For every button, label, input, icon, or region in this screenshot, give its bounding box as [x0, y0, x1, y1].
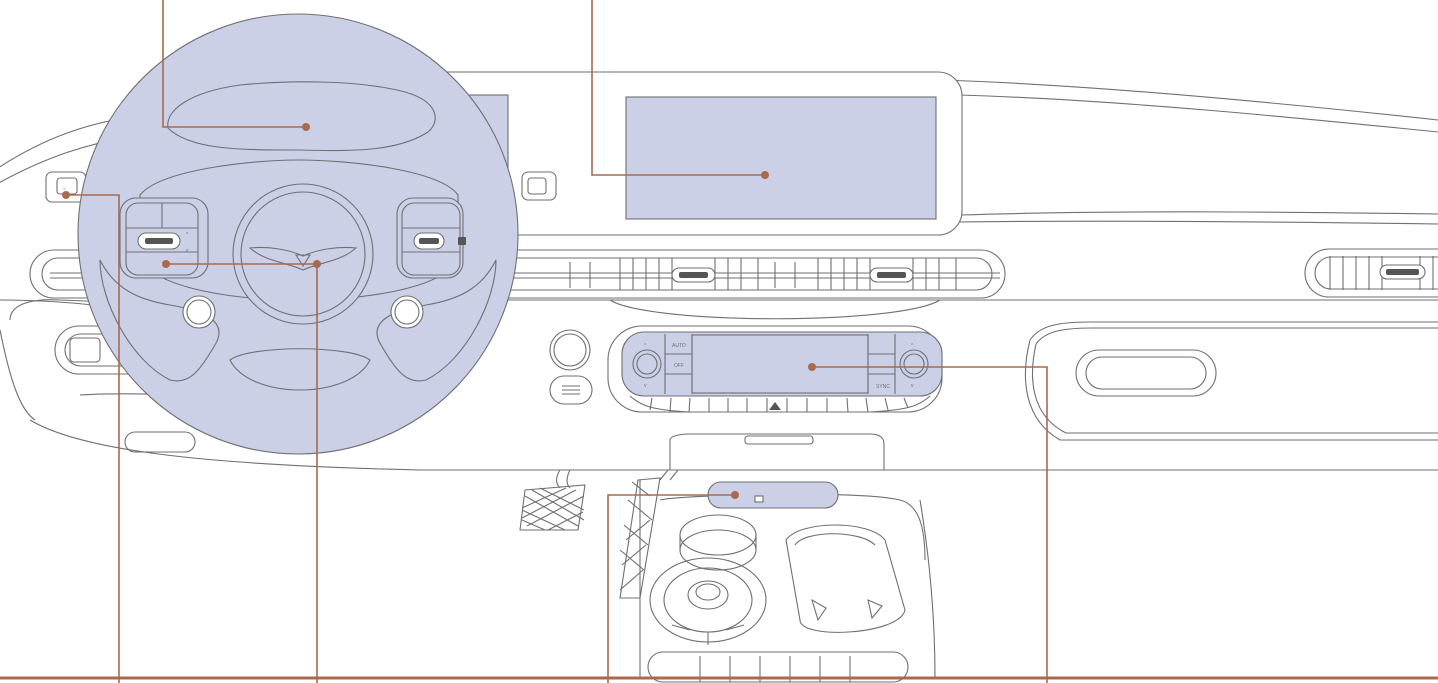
svg-text:^: ^: [911, 343, 914, 349]
svg-text:^: ^: [644, 343, 647, 349]
auto-label: AUTO: [672, 343, 686, 349]
callout-dot-cluster-display: [302, 123, 310, 131]
center-buttons: [549, 329, 593, 405]
steering-wheel: ^ v: [77, 13, 519, 455]
dashboard-body: [0, 79, 1438, 471]
hazard-icon: [769, 402, 781, 410]
callout-dot-climate-control: [808, 363, 816, 371]
leader-cluster-display: [162, 0, 306, 128]
left-switch-pad: ^ v: [119, 197, 209, 279]
leader-climate-control: [812, 366, 1048, 683]
sync-label: SYNC: [876, 384, 890, 390]
callout-dot-horn-pad: [313, 260, 321, 268]
passenger-dash: [1024, 321, 1438, 441]
climate-screen: [691, 334, 869, 394]
svg-text:v: v: [186, 248, 189, 254]
svg-text:☼: ☼: [62, 186, 67, 192]
brake-pedal: [519, 469, 586, 531]
svg-text:^: ^: [186, 232, 189, 238]
callout-dot-wheel-controls: [162, 260, 170, 268]
svg-text:v: v: [911, 383, 914, 389]
right-switch-pad: [396, 197, 466, 279]
svg-text:v: v: [644, 383, 647, 389]
center-console: [619, 433, 936, 683]
callout-dot-center-display: [761, 171, 769, 179]
right-air-vent: [1304, 248, 1438, 298]
leader-charging-pad: [607, 494, 735, 683]
leader-center-display: [591, 0, 765, 176]
climate-panel: ^ v ^ v AUTO OFF SYNC: [607, 325, 943, 413]
center-display: [625, 96, 937, 220]
callout-dot-light-switch: [62, 191, 70, 199]
callout-dot-charging-pad: [731, 491, 739, 499]
off-label: OFF: [674, 363, 684, 369]
leader-light-switch: [66, 194, 120, 683]
